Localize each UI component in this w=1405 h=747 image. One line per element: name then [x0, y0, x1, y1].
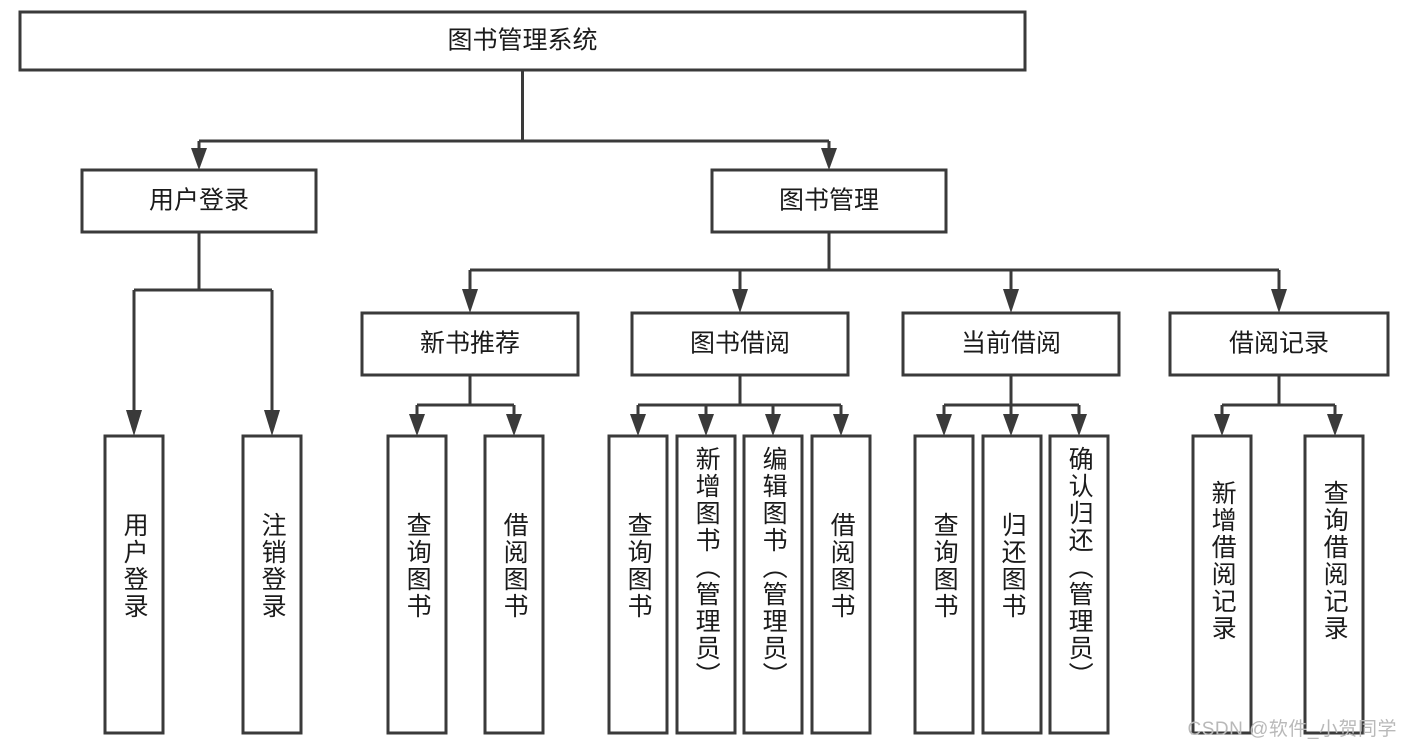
- node-user-login-box[interactable]: [80, 168, 318, 234]
- node-new-book-recommend[interactable]: 新书推荐: [360, 311, 580, 377]
- node-root-label: 图书管理系统: [447, 27, 597, 55]
- connector-group-user-login: [126, 232, 280, 436]
- connector-group-current-borrow: [936, 375, 1087, 436]
- arrowhead-leaf-borrow-record-1: [1214, 414, 1230, 436]
- arrowhead-user-login: [191, 148, 207, 170]
- node-borrow-record-label: 借阅记录: [1229, 330, 1329, 358]
- node-book-mgmt-label: 图书管理: [779, 187, 879, 215]
- node-book-borrow-box[interactable]: [630, 311, 850, 377]
- arrowhead-leaf-current-borrow-1: [936, 414, 952, 436]
- node-book-borrow[interactable]: 图书借阅: [630, 311, 850, 377]
- arrowhead-book-borrow: [732, 289, 748, 313]
- arrowhead-leaf-book-borrow-3: [765, 414, 781, 436]
- arrowhead-book-mgmt: [821, 148, 837, 170]
- leaf-box-book-borrow-2[interactable]: [675, 434, 737, 735]
- leaf-box-new-book-1[interactable]: [386, 434, 448, 735]
- node-root[interactable]: 图书管理系统: [18, 10, 1027, 72]
- leaf-box-current-borrow-1[interactable]: [913, 434, 975, 735]
- arrowhead-leaf-new-book-2: [506, 414, 522, 436]
- arrowhead-leaf-new-book-1: [409, 414, 425, 436]
- leaf-box-book-borrow-3[interactable]: [742, 434, 804, 735]
- node-book-mgmt-box[interactable]: [710, 168, 948, 234]
- arrowhead-leaf-current-borrow-2: [1003, 414, 1019, 436]
- arrowhead-leaf-user-login-1: [126, 410, 142, 436]
- leaf-box-new-book-2[interactable]: [483, 434, 545, 735]
- leaf-boxes: [103, 434, 1365, 735]
- node-current-borrow[interactable]: 当前借阅: [901, 311, 1121, 377]
- arrowhead-leaf-book-borrow-4: [833, 414, 849, 436]
- arrowhead-leaf-current-borrow-3: [1071, 414, 1087, 436]
- leaf-box-user-login-2[interactable]: [241, 434, 303, 735]
- node-borrow-record[interactable]: 借阅记录: [1168, 311, 1390, 377]
- node-book-borrow-label: 图书借阅: [690, 330, 790, 358]
- connector-group-root: [191, 70, 837, 170]
- arrowhead-current-borrow: [1003, 289, 1019, 313]
- node-user-login-label: 用户登录: [149, 187, 249, 215]
- node-borrow-record-box[interactable]: [1168, 311, 1390, 377]
- csdn-watermark: CSDN @软件_小贺同学: [1187, 719, 1397, 740]
- node-new-book-recommend-label: 新书推荐: [420, 330, 520, 358]
- connector-group-new-book: [409, 375, 522, 436]
- node-current-borrow-box[interactable]: [901, 311, 1121, 377]
- node-book-mgmt[interactable]: 图书管理: [710, 168, 948, 234]
- leaf-box-borrow-record-2[interactable]: [1303, 434, 1365, 735]
- node-current-borrow-label: 当前借阅: [961, 330, 1061, 358]
- leaf-box-borrow-record-1[interactable]: [1191, 434, 1253, 735]
- arrowhead-leaf-user-login-2: [264, 410, 280, 436]
- leaf-box-user-login-1[interactable]: [103, 434, 165, 735]
- node-root-box[interactable]: [18, 10, 1027, 72]
- node-user-login[interactable]: 用户登录: [80, 168, 318, 234]
- connector-group-book-borrow: [630, 375, 849, 436]
- node-new-book-recommend-box[interactable]: [360, 311, 580, 377]
- leaf-box-book-borrow-1[interactable]: [607, 434, 669, 735]
- leaf-box-current-borrow-2[interactable]: [981, 434, 1043, 735]
- arrowhead-leaf-borrow-record-2: [1327, 414, 1343, 436]
- arrowhead-leaf-book-borrow-2: [698, 414, 714, 436]
- leaf-box-current-borrow-3[interactable]: [1048, 434, 1110, 735]
- leaf-box-book-borrow-4[interactable]: [810, 434, 872, 735]
- arrowhead-borrow-record: [1271, 289, 1287, 313]
- connector-group-borrow-record: [1214, 375, 1343, 436]
- connector-group-book-mgmt: [462, 232, 1287, 313]
- arrowhead-new-book: [462, 289, 478, 313]
- arrowhead-leaf-book-borrow-1: [630, 414, 646, 436]
